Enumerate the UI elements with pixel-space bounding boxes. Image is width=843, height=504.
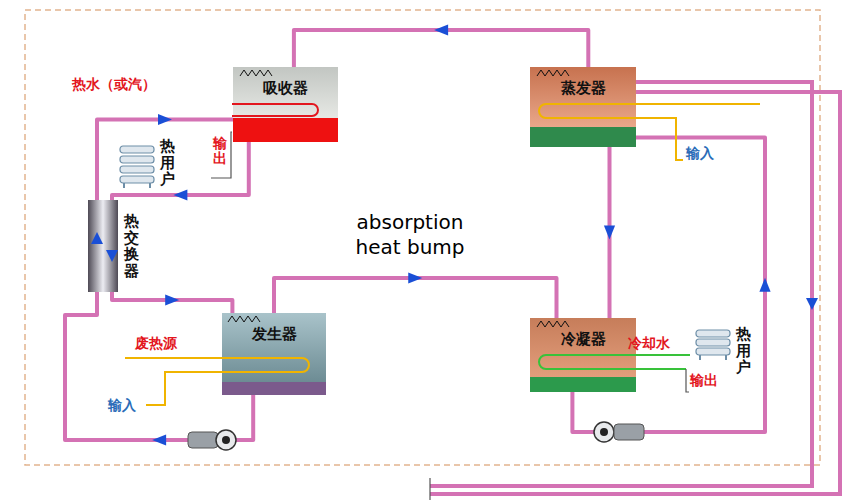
spray bbox=[537, 321, 569, 327]
stream-label: 热水（或汽） bbox=[72, 76, 156, 94]
leg bbox=[700, 355, 726, 360]
input-label: 输入 bbox=[108, 397, 136, 415]
stream-label: 废热源 bbox=[135, 335, 177, 353]
arrow-head bbox=[408, 272, 422, 283]
node-title: 冷凝器 bbox=[530, 330, 636, 349]
heat-user: 热用户 bbox=[116, 138, 178, 192]
heat-user: 热用户 bbox=[692, 326, 753, 378]
pump-hub bbox=[222, 436, 230, 444]
pump-motor bbox=[614, 424, 644, 440]
spray bbox=[537, 70, 569, 76]
node-title: 吸收器 bbox=[233, 79, 338, 98]
leg bbox=[124, 183, 150, 188]
pipe-connector bbox=[274, 272, 557, 318]
evaporator-coil bbox=[539, 104, 760, 160]
pipe-line bbox=[112, 292, 232, 313]
diagram-caption: absorption heat bump bbox=[335, 210, 485, 260]
flow-arrow bbox=[91, 232, 103, 244]
pipe-connector bbox=[97, 114, 233, 200]
pump-head bbox=[216, 430, 236, 450]
output-label: 输出 bbox=[690, 372, 718, 390]
arrow-head bbox=[173, 189, 187, 200]
bracket bbox=[429, 478, 430, 500]
condenser-box: 冷凝器 bbox=[530, 318, 636, 392]
spray bbox=[240, 70, 272, 76]
fin bbox=[696, 339, 730, 346]
pump-symbol bbox=[188, 430, 236, 450]
fin bbox=[120, 166, 154, 173]
pump-motor bbox=[188, 432, 218, 448]
pipe-line bbox=[112, 142, 249, 200]
fin bbox=[696, 348, 730, 355]
spray-nozzles bbox=[228, 70, 569, 327]
pipe-connector bbox=[294, 24, 588, 67]
waste-heat-coil bbox=[125, 358, 309, 405]
pipe-line bbox=[294, 30, 588, 67]
system-boundary bbox=[25, 10, 820, 465]
pump-head bbox=[594, 422, 614, 442]
arrow-head bbox=[604, 226, 615, 240]
pipe-connector bbox=[604, 147, 615, 318]
pipe-connector bbox=[112, 142, 249, 201]
arrow-head bbox=[158, 114, 172, 125]
flow-arrow bbox=[806, 298, 818, 310]
stream-label: 冷却水 bbox=[628, 335, 670, 353]
spray bbox=[228, 316, 260, 322]
pipe-connector bbox=[112, 292, 232, 313]
node-title: 热交换器 bbox=[124, 213, 139, 279]
generator-box: 发生器 bbox=[222, 313, 326, 395]
node-title: 热用户 bbox=[160, 138, 175, 188]
arrow-head bbox=[152, 434, 166, 445]
pump-symbol bbox=[594, 422, 644, 442]
fin bbox=[120, 156, 154, 163]
absorber-box: 吸收器 bbox=[233, 67, 338, 142]
bracket bbox=[211, 132, 232, 178]
arrow-head bbox=[759, 278, 770, 292]
node-title: 热用户 bbox=[736, 326, 751, 376]
pipe-line bbox=[274, 278, 557, 318]
fin bbox=[696, 330, 730, 337]
bracket bbox=[686, 369, 689, 392]
pipe bbox=[430, 92, 840, 494]
radiator-icon bbox=[696, 330, 730, 360]
input-label: 输入 bbox=[686, 145, 714, 163]
flow-arrow bbox=[106, 250, 118, 262]
output-label: 输出 bbox=[213, 136, 227, 167]
node-title: 发生器 bbox=[222, 325, 326, 344]
radiator-icon bbox=[120, 146, 154, 188]
node-title: 蒸发器 bbox=[530, 79, 636, 98]
arrow-head bbox=[165, 294, 179, 305]
heat-exchanger: 热交换器 bbox=[88, 200, 118, 292]
fin bbox=[120, 176, 154, 183]
pump-hub bbox=[600, 428, 608, 436]
evaporator-box: 蒸发器 bbox=[530, 67, 636, 147]
pipe-line bbox=[97, 120, 233, 201]
fin bbox=[120, 146, 154, 153]
cooling-water-coil bbox=[539, 355, 690, 369]
hot-water-coil bbox=[232, 104, 318, 116]
arrow-head bbox=[434, 24, 448, 35]
